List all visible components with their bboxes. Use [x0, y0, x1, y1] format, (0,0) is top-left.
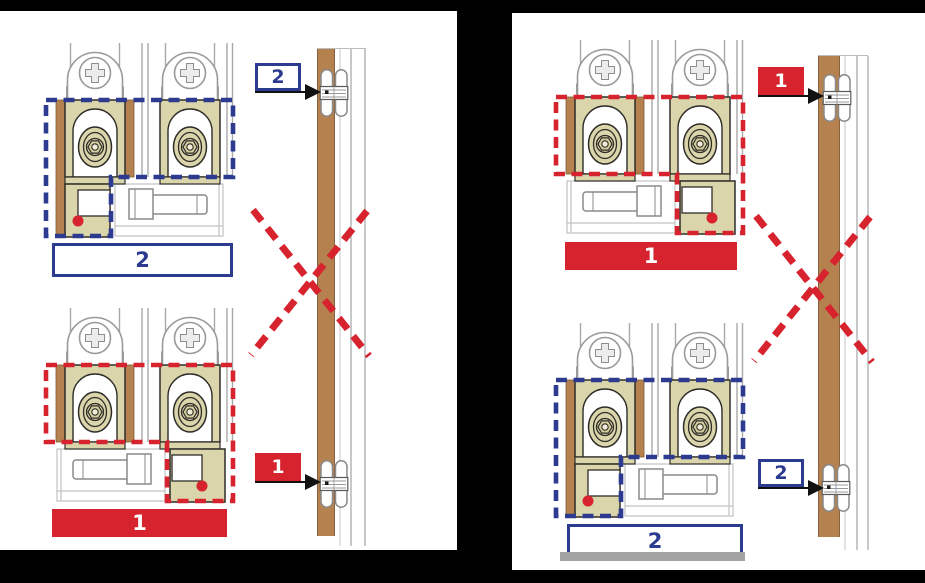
callout-bottom-box: 2 [758, 459, 804, 487]
cabinet-edge-line [339, 49, 341, 546]
banner-top: 2 [52, 243, 233, 277]
callout-leader-line [255, 91, 307, 93]
cabinet-edge-line [856, 56, 858, 550]
banner-bottom-label: 2 [647, 528, 663, 553]
callout-leader-line [758, 487, 810, 489]
banner-top-label: 2 [135, 247, 150, 272]
callout-top-box: 2 [255, 63, 301, 91]
roller-assembly-detail-top [45, 30, 235, 240]
banner-top: 1 [565, 242, 737, 270]
callout-bottom: 1 [255, 453, 325, 490]
cabinet-top-edge-line [818, 55, 868, 56]
cabinet-edge-line [350, 49, 352, 546]
arrow-right-icon [305, 474, 321, 490]
arrow-right-icon [808, 88, 824, 104]
arrow-right-icon [305, 84, 321, 100]
cross-out-mark [749, 209, 883, 371]
cabinet-edge-line [364, 49, 366, 546]
callout-top: 2 [255, 63, 325, 100]
callout-top: 1 [758, 67, 828, 104]
roller-assembly-detail-bottom [555, 310, 745, 520]
callout-bottom: 2 [758, 459, 828, 496]
banner-shadow [560, 552, 745, 561]
callout-top-label: 1 [774, 69, 788, 92]
roller-assembly-detail-top [555, 27, 745, 237]
callout-bottom-label: 1 [271, 455, 285, 478]
callout-leader-line [255, 481, 307, 483]
roller-assembly-detail-bottom [45, 295, 235, 505]
callout-leader-line [758, 95, 810, 97]
panel-left: 2 1 2 1 [0, 11, 457, 550]
cross-out-mark [246, 203, 380, 365]
arrow-right-icon [808, 480, 824, 496]
panel-right: 1 2 1 2 [512, 13, 925, 570]
cabinet-top-edge-line [317, 48, 366, 49]
banner-bottom: 1 [52, 509, 227, 537]
banner-bottom-label: 1 [132, 510, 147, 535]
cabinet-edge-line [867, 56, 869, 550]
callout-bottom-label: 2 [774, 461, 788, 484]
callout-bottom-box: 1 [255, 453, 301, 481]
banner-top-label: 1 [643, 243, 659, 268]
callout-top-label: 2 [271, 65, 285, 88]
cabinet-edge-line [844, 56, 846, 550]
callout-top-box: 1 [758, 67, 804, 95]
